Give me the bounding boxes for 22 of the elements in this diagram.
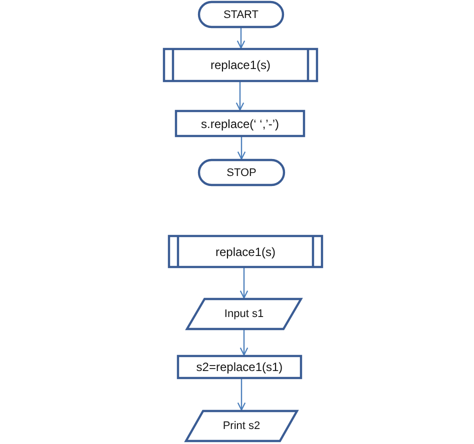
predefined-process-box bbox=[163, 48, 318, 82]
process-box bbox=[177, 355, 302, 379]
node-label: START bbox=[223, 8, 259, 20]
stop-terminal bbox=[198, 159, 285, 186]
start-terminal bbox=[198, 1, 284, 28]
arrow bbox=[237, 379, 246, 411]
arrow bbox=[240, 330, 248, 356]
predefined-process-box bbox=[168, 235, 323, 268]
node-label: STOP bbox=[226, 166, 256, 178]
arrow bbox=[237, 137, 246, 160]
node-label: s.replace(‘ ‘,’-’) bbox=[200, 116, 279, 130]
node-label: Input s1 bbox=[224, 308, 264, 320]
arrow bbox=[236, 28, 246, 49]
output-parallelogram bbox=[185, 410, 298, 442]
process-box bbox=[175, 110, 305, 137]
arrow bbox=[240, 268, 248, 299]
node-label: s2=replace1(s1) bbox=[196, 360, 283, 374]
input-parallelogram bbox=[186, 298, 302, 330]
node-label: Print s2 bbox=[222, 420, 260, 432]
node-label: replace1(s) bbox=[210, 58, 271, 72]
node-label: replace1(s) bbox=[215, 244, 276, 258]
arrow bbox=[236, 82, 244, 111]
